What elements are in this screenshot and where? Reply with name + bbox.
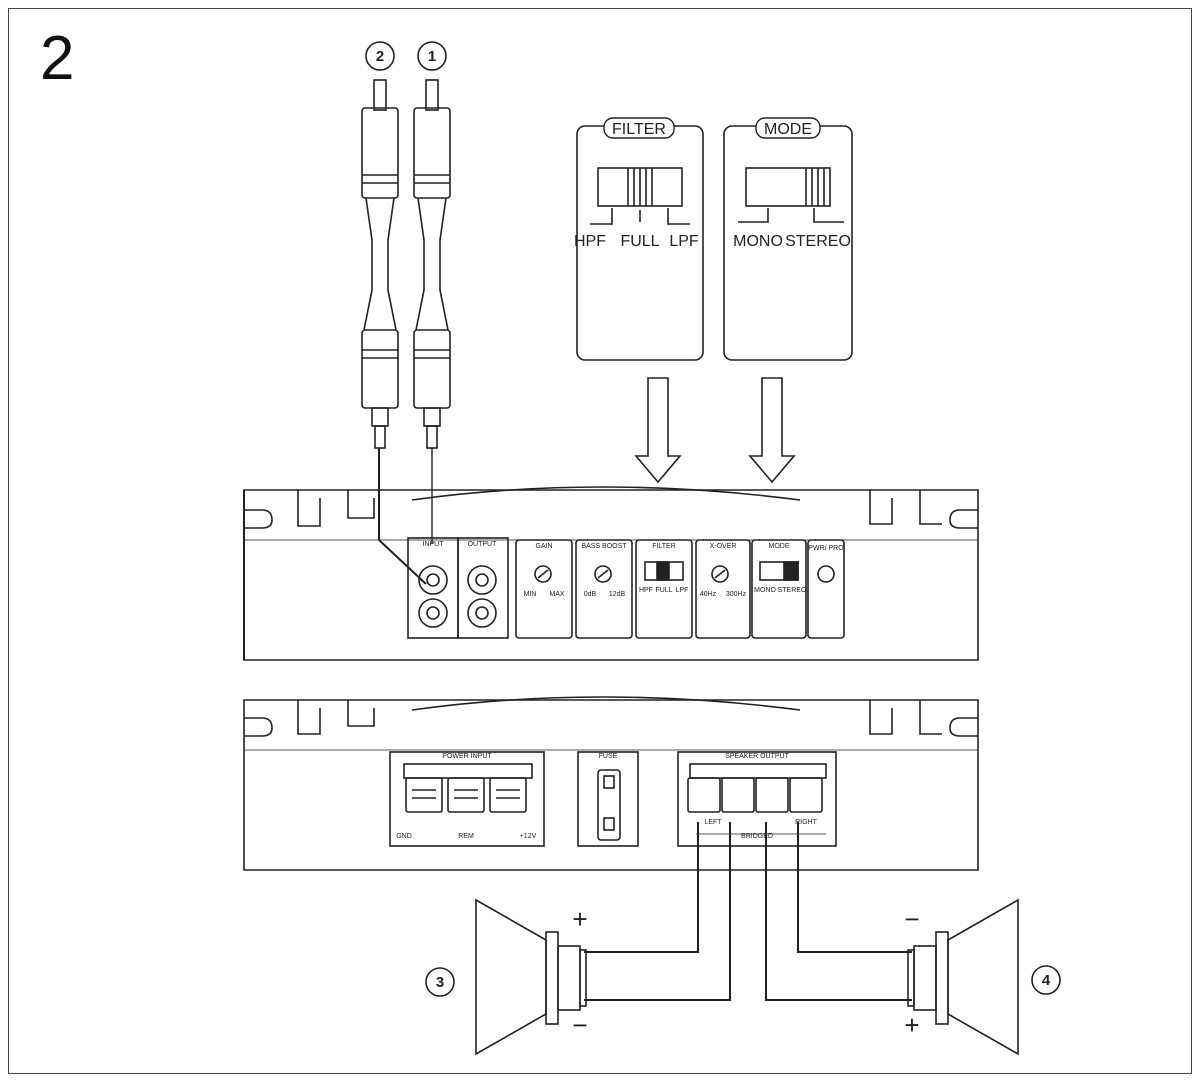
callout-circle-4 <box>1031 965 1061 995</box>
figure-number: 2 <box>40 24 75 93</box>
mode-label-mono: MONO <box>733 233 783 250</box>
wire-left-minus <box>584 822 731 1001</box>
arrow-filter <box>634 377 682 484</box>
callout-1: 1 <box>428 48 436 65</box>
front-gain-label: GAIN <box>535 543 552 550</box>
speaker-left <box>475 898 587 1056</box>
front-gain-min: MIN <box>524 591 537 598</box>
rear-right-label: RIGHT <box>795 819 818 826</box>
filter-label-lpf: LPF <box>669 233 699 250</box>
mode-label-stereo: STEREO <box>785 233 851 250</box>
rear-bridged-label: BRIDGED <box>741 833 773 840</box>
front-xover-label: X-OVER <box>710 543 737 550</box>
amplifier-front <box>243 486 979 661</box>
speaker-left-minus: − <box>572 1010 587 1040</box>
front-filter-hpf: HPF <box>639 587 653 594</box>
front-filter-full: FULL <box>655 587 672 594</box>
figure-frame <box>8 8 1192 1074</box>
front-mode-label: MODE <box>769 543 790 550</box>
mode-panel-title: MODE <box>764 121 812 138</box>
callout-4: 4 <box>1042 972 1051 989</box>
arrow-mode <box>748 377 796 484</box>
callout-3: 3 <box>436 974 444 991</box>
wire-left-plus <box>584 822 699 953</box>
callout-circle-3 <box>425 967 455 997</box>
rear-left-label: LEFT <box>704 819 722 826</box>
front-pwr-label: PWR/ PRO <box>808 545 844 552</box>
front-bass-boost-low: 0dB <box>584 591 597 598</box>
filter-label-hpf: HPF <box>574 233 606 250</box>
rca-cable-2 <box>361 41 427 585</box>
speaker-right-plus: + <box>904 1010 919 1040</box>
wire-right-plus <box>765 822 912 1001</box>
front-filter-label: FILTER <box>652 543 676 550</box>
speaker-right-minus: − <box>904 904 919 934</box>
front-filter-lpf: LPF <box>676 587 689 594</box>
callout-2: 2 <box>376 48 384 65</box>
front-xover-low: 40Hz <box>700 591 717 598</box>
rear-power-input-label: POWER INPUT <box>442 753 492 760</box>
callout-circle-1 <box>417 41 447 71</box>
front-mode-mono: MONO <box>754 587 776 594</box>
rca-cable-1 <box>413 41 451 544</box>
front-mode-stereo: STEREO <box>778 587 807 594</box>
speaker-left-plus: + <box>572 904 587 934</box>
front-gain-max: MAX <box>549 591 565 598</box>
front-bass-boost-high: 12dB <box>609 591 626 598</box>
rear-gnd-label: GND <box>396 833 412 840</box>
rear-rem-label: REM <box>458 833 474 840</box>
amplifier-rear <box>243 696 979 871</box>
callout-circle-2 <box>365 41 395 71</box>
front-input-label: INPUT <box>423 541 445 548</box>
rear-12v-label: +12V <box>520 833 537 840</box>
rear-fuse-label: FUSE <box>599 753 618 760</box>
speaker-right <box>907 898 1019 1056</box>
filter-label-full: FULL <box>620 233 659 250</box>
filter-detail-panel <box>576 125 704 361</box>
front-xover-high: 300Hz <box>726 591 747 598</box>
front-output-label: OUTPUT <box>468 541 498 548</box>
front-bass-boost-label: BASS BOOST <box>581 543 627 550</box>
wire-right-minus <box>797 822 912 953</box>
rear-speaker-output-label: SPEAKER OUTPUT <box>725 753 790 760</box>
filter-panel-title: FILTER <box>612 121 666 138</box>
